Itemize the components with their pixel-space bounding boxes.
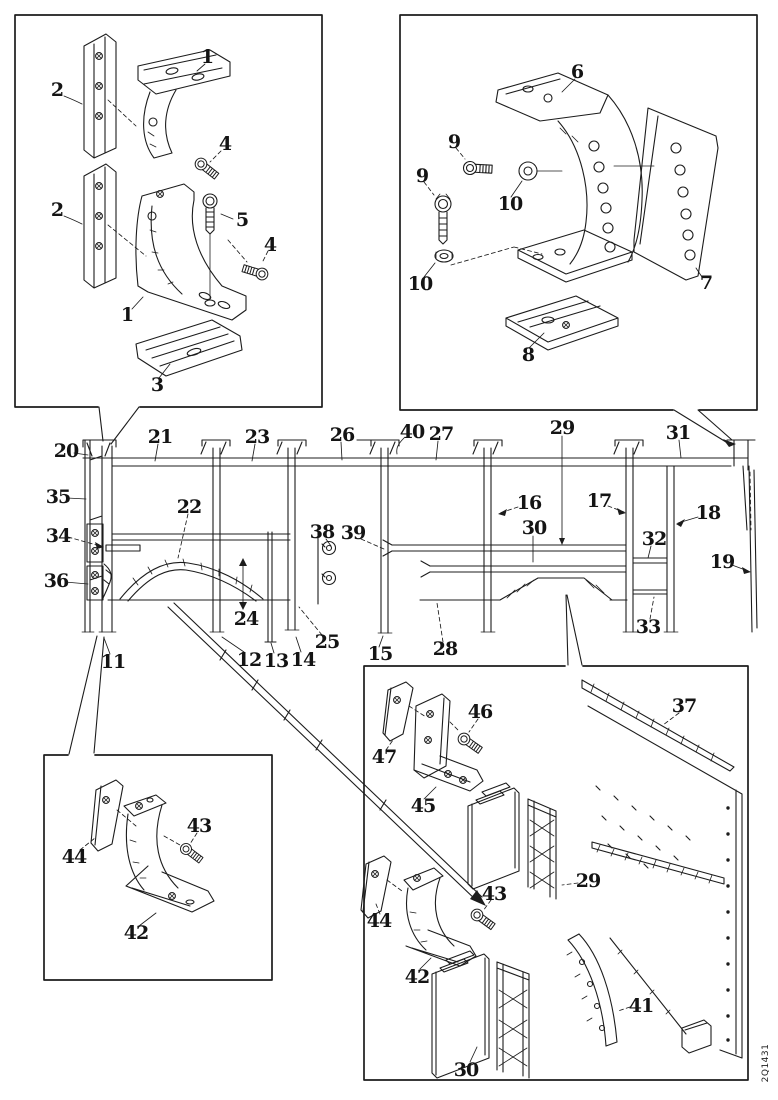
callout-8: 8	[521, 344, 535, 366]
callout-44: 44	[366, 910, 392, 932]
callout-4: 4	[218, 133, 232, 155]
callout-29: 29	[575, 870, 601, 892]
callout-42: 42	[123, 922, 149, 944]
callout-28: 28	[432, 638, 458, 660]
callout-16: 16	[516, 492, 542, 514]
callout-36: 36	[43, 570, 69, 592]
callout-6: 6	[570, 61, 584, 83]
callout-3: 3	[150, 374, 164, 396]
callout-37: 37	[671, 695, 697, 717]
drawing-number: 2Q1431	[761, 1043, 771, 1083]
callout-44: 44	[61, 846, 87, 868]
callout-13: 13	[263, 650, 289, 672]
callout-12: 12	[236, 649, 262, 671]
callout-25: 25	[314, 631, 340, 653]
frame-leaders	[64, 435, 751, 655]
detail-bottom-left	[79, 779, 215, 927]
callout-38: 38	[309, 521, 335, 543]
callout-17: 17	[586, 490, 612, 512]
detail-top-right	[423, 72, 719, 351]
callout-46: 46	[467, 701, 493, 723]
callout-11: 11	[100, 651, 126, 673]
callout-29: 29	[549, 417, 575, 439]
callout-45: 45	[410, 795, 436, 817]
callout-5: 5	[235, 209, 249, 231]
callout-15: 15	[367, 643, 393, 665]
callout-32: 32	[641, 528, 667, 550]
callout-7: 7	[699, 272, 713, 294]
callout-35: 35	[45, 486, 71, 508]
callout-43: 43	[481, 883, 507, 905]
inset-borders	[14, 14, 758, 1081]
callout-24: 24	[233, 608, 259, 630]
callout-9: 9	[447, 131, 461, 153]
callout-19: 19	[709, 551, 735, 573]
callout-9: 9	[415, 165, 429, 187]
callout-30: 30	[521, 517, 547, 539]
callout-10: 10	[407, 273, 433, 295]
callout-31: 31	[665, 422, 691, 444]
detail-top-left	[63, 33, 270, 379]
callout-1: 1	[200, 46, 214, 68]
callout-43: 43	[186, 815, 212, 837]
detail-pointers	[68, 406, 736, 906]
callout-4: 4	[263, 234, 277, 256]
main-frame-assembly	[81, 439, 758, 643]
callout-21: 21	[147, 426, 173, 448]
callout-27: 27	[428, 423, 454, 445]
callout-47: 47	[371, 746, 397, 768]
callout-42: 42	[404, 966, 430, 988]
detail-bottom-right	[360, 679, 743, 1079]
callout-30: 30	[453, 1059, 479, 1081]
callout-18: 18	[695, 502, 721, 524]
callout-33: 33	[635, 616, 661, 638]
callout-26: 26	[329, 424, 355, 446]
callout-41: 41	[628, 995, 654, 1017]
callout-20: 20	[53, 440, 79, 462]
callout-23: 23	[244, 426, 270, 448]
callout-22: 22	[176, 496, 202, 518]
callout-14: 14	[290, 649, 316, 671]
callout-34: 34	[45, 525, 71, 547]
callout-2: 2	[50, 79, 64, 101]
callout-1: 1	[120, 304, 134, 326]
callout-2: 2	[50, 199, 64, 221]
callout-40: 40	[399, 421, 425, 443]
callout-39: 39	[340, 522, 366, 544]
callout-10: 10	[497, 193, 523, 215]
